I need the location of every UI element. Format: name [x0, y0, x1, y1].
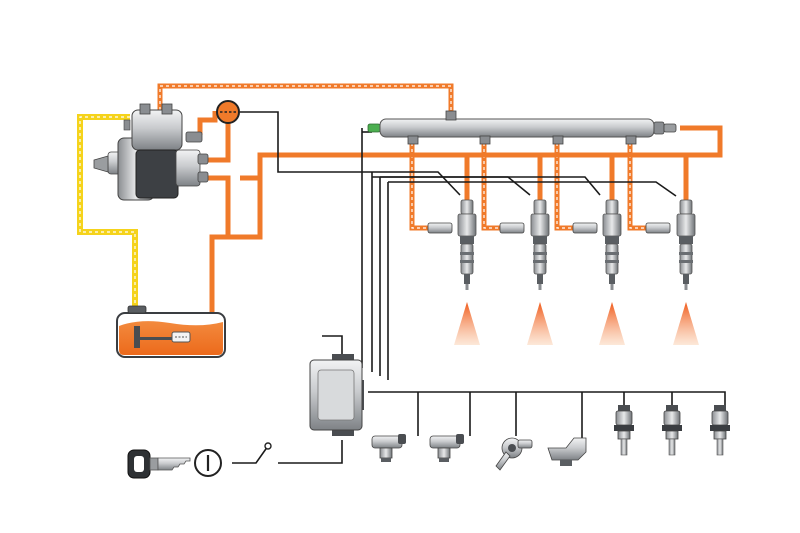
low-pressure-line [77, 114, 138, 312]
injector-3 [572, 199, 625, 345]
pressure-regulator [216, 100, 240, 124]
injector-1 [427, 199, 480, 345]
spray-3 [599, 302, 625, 345]
wiring [232, 111, 726, 464]
sensor-3 [495, 437, 533, 471]
spray-4 [673, 302, 699, 345]
injector-4 [645, 199, 699, 345]
sensor-5 [613, 404, 635, 456]
fuel-tank [116, 305, 226, 358]
spray-1 [454, 302, 480, 345]
sensor-6 [661, 404, 683, 456]
spray-2 [527, 302, 553, 345]
common-rail [367, 110, 677, 145]
sensor-4 [547, 437, 587, 466]
ignition-key [127, 449, 191, 479]
injector-return-lines [409, 143, 646, 231]
high-pressure-lines [197, 111, 723, 318]
high-pressure-pump [93, 103, 209, 201]
sensor-7 [709, 404, 731, 456]
sensor-2 [429, 433, 465, 463]
return-line [157, 83, 454, 117]
ignition-switch [194, 442, 272, 477]
ecu [309, 354, 364, 436]
sensor-1 [371, 433, 407, 463]
injector-2 [499, 199, 553, 345]
